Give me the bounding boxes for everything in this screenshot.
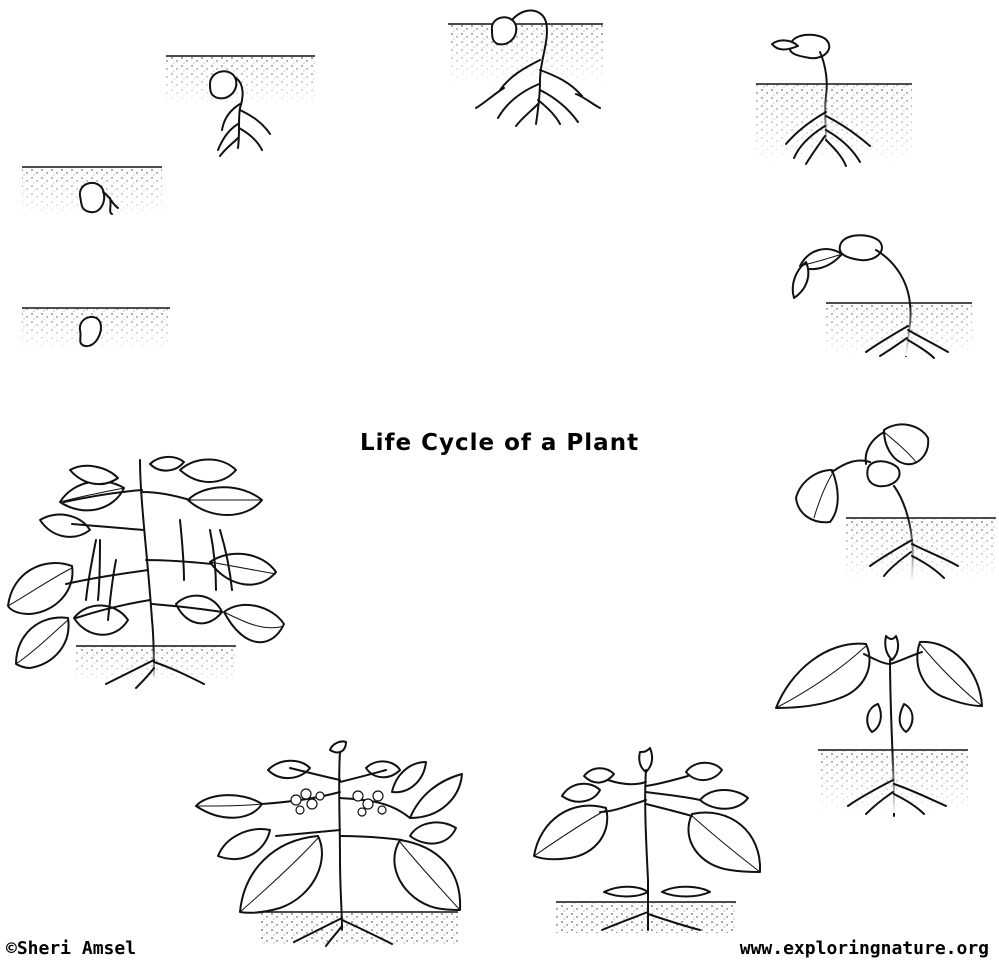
stage-9-growing-plant xyxy=(534,748,760,933)
website-credit[interactable]: www.exploringnature.org xyxy=(740,938,989,959)
flower-cluster-left xyxy=(291,789,324,814)
stage-8-true-leaves xyxy=(776,636,982,816)
stage-4-seedling-hook xyxy=(448,10,603,126)
stage-1-seed xyxy=(22,308,170,351)
stage-11-mature-plant-with-pods xyxy=(8,457,284,688)
stage-10-flowering-plant xyxy=(196,741,462,946)
author-credit: ©Sheri Amsel xyxy=(6,938,136,959)
stage-3-root-growth xyxy=(166,56,315,156)
stage-2-germinating-seed xyxy=(22,167,162,218)
diagram-title: Life Cycle of a Plant xyxy=(0,430,999,456)
stage-5-seedling-emerged xyxy=(756,35,912,166)
stage-6-leaves-unfold xyxy=(793,235,972,358)
